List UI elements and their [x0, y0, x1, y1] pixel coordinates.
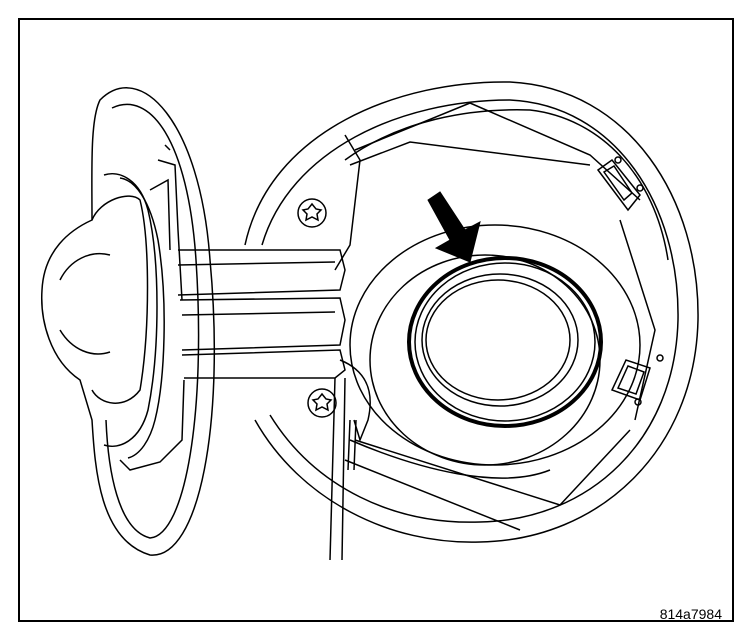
arrow-icon: [427, 191, 481, 263]
figure-frame: [18, 18, 734, 622]
filler-neck-seal-ring: [407, 256, 603, 428]
fuel-filler-door: [41, 87, 216, 556]
fuel-filler-housing: [244, 81, 699, 543]
figure-id-label: 814a7984: [659, 606, 722, 622]
housing-clip: [596, 156, 644, 212]
torx-screw: [307, 388, 337, 418]
housing-clip: [610, 354, 664, 406]
torx-screw: [297, 198, 327, 228]
filler-recess: [349, 224, 641, 466]
door-hinge-arm: [177, 249, 371, 561]
